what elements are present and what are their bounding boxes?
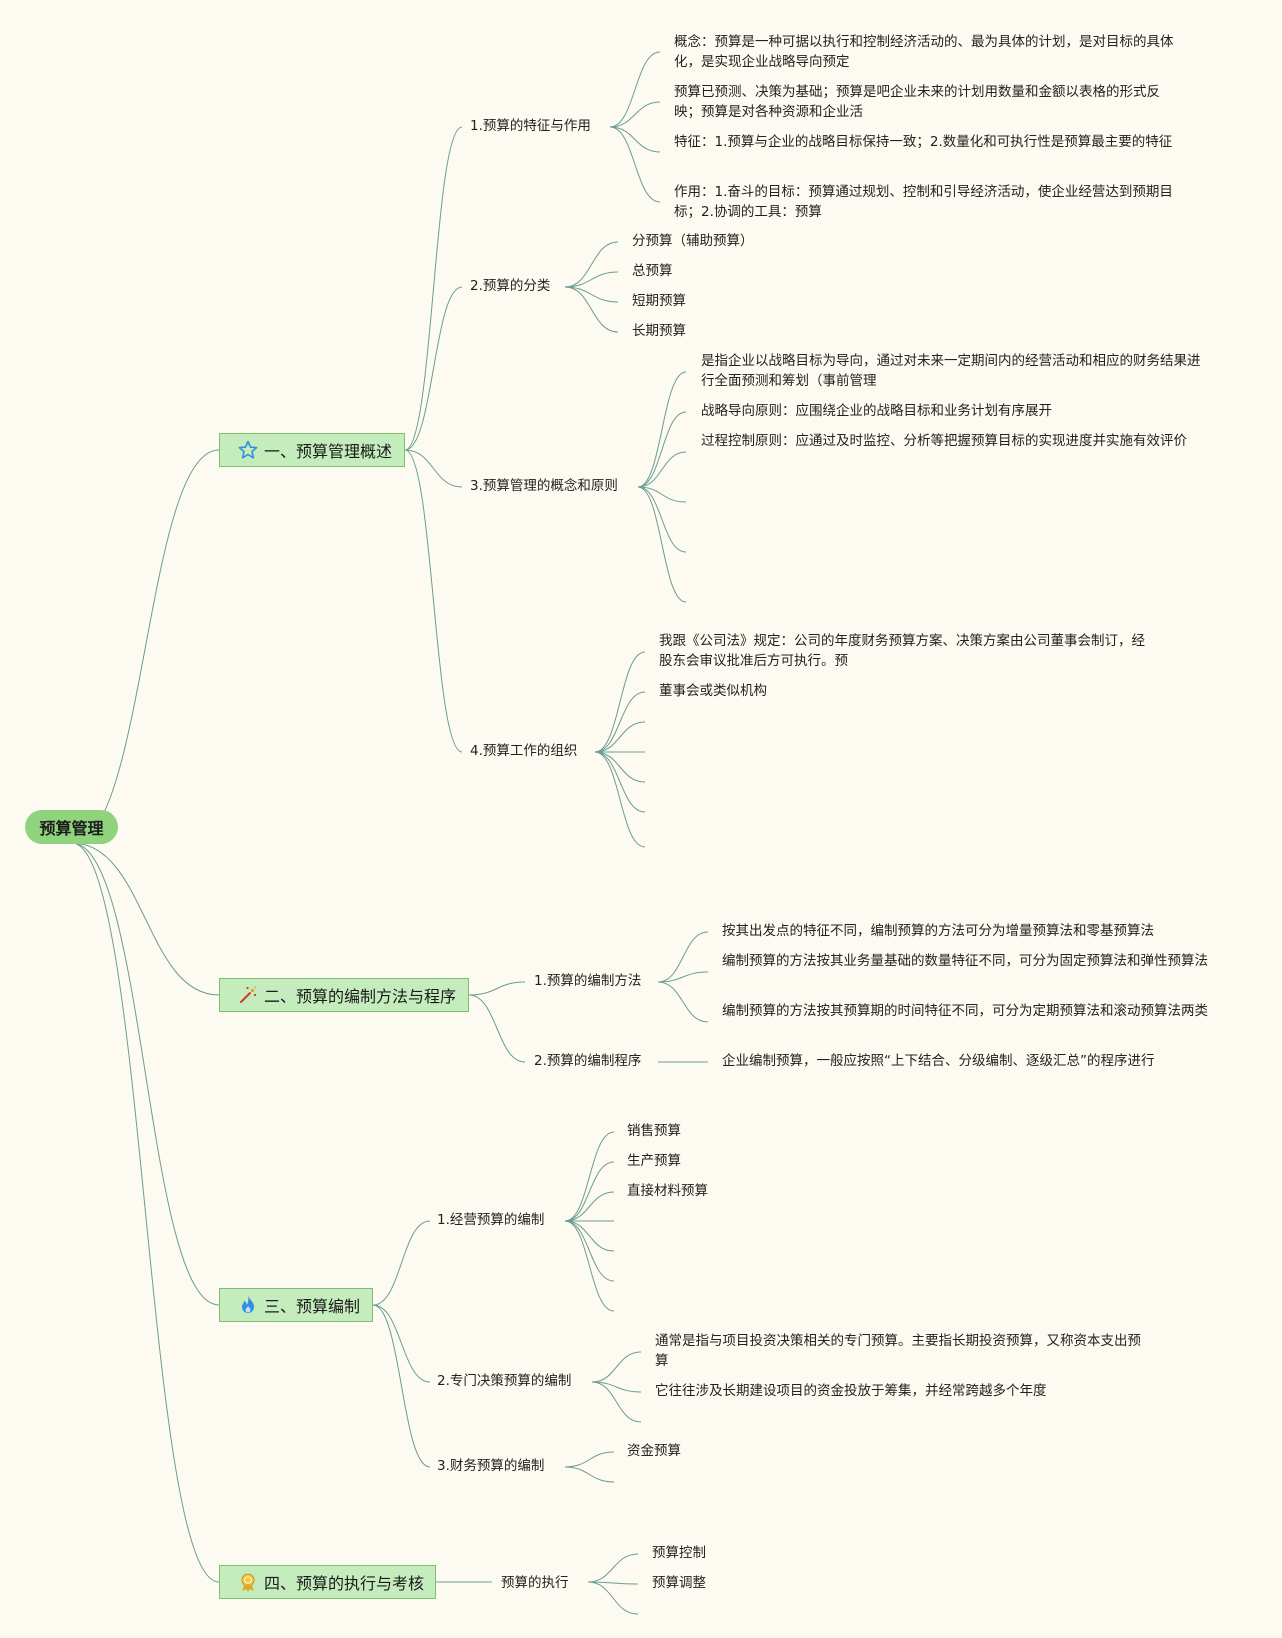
connector-curve	[372, 1304, 431, 1468]
leaf-node[interactable]: 编制预算的方法按其预算期的时间特征不同，可分为定期预算法和滚动预算法两类	[722, 1003, 1208, 1019]
connector-curve	[587, 1553, 639, 1583]
connector-curve	[594, 651, 646, 753]
connector-curve	[637, 411, 687, 488]
connector-curve	[587, 1581, 639, 1585]
connector-curve	[372, 1220, 431, 1306]
leaf-node[interactable]: 分预算（辅助预算）	[632, 233, 754, 249]
leaf-node[interactable]: 编制预算的方法按其业务量基础的数量特征不同，可分为固定预算法和弹性预算法	[722, 953, 1208, 969]
connector-curve	[564, 286, 619, 333]
branch-execution[interactable]: 四、预算的执行与考核	[219, 1565, 436, 1599]
connector-curve	[657, 931, 709, 983]
branch-label: 二、预算的编制方法与程序	[264, 987, 457, 1006]
connector-curve	[372, 1304, 431, 1383]
connector-curve	[637, 486, 687, 553]
connector-curve	[71, 842, 220, 1306]
connector-curve	[564, 1220, 615, 1252]
connector-curve	[564, 241, 619, 288]
connector-curve	[564, 1161, 615, 1222]
leaf-node[interactable]: 战略导向原则：应围绕企业的战略目标和业务计划有序展开	[701, 403, 1052, 419]
leaf-node[interactable]: 董事会或类似机构	[659, 683, 767, 699]
medal-icon	[238, 1572, 258, 1592]
flame-icon	[238, 1295, 258, 1315]
connector-curve	[468, 981, 526, 996]
connector-curve	[564, 271, 619, 288]
connector-curve	[591, 1351, 642, 1383]
leaf-node[interactable]: 过程控制原则：应通过及时监控、分析等把握预算目标的实现进度并实施有效评价	[701, 433, 1187, 449]
leaf-node[interactable]: 我跟《公司法》规定：公司的年度财务预算方案、决策方案由公司董事会制订，经股东会审…	[659, 633, 1145, 669]
connector-curve	[564, 1220, 615, 1312]
connector-curve	[564, 1220, 615, 1282]
leaf-node[interactable]: 通常是指与项目投资决策相关的专门预算。主要指长期投资预算，又称资本支出预算	[655, 1333, 1141, 1369]
connector-curve	[637, 486, 687, 503]
magic-wand-icon	[238, 985, 258, 1005]
connector-curve	[609, 101, 661, 128]
connector-curve	[591, 1381, 642, 1423]
connector-curve	[71, 449, 220, 844]
branch-label: 三、预算编制	[264, 1297, 361, 1316]
sub-node[interactable]: 预算的执行	[501, 1575, 569, 1591]
leaf-node[interactable]: 企业编制预算，一般应按照“上下结合、分级编制、逐级汇总”的程序进行	[722, 1053, 1155, 1069]
leaf-node[interactable]: 长期预算	[632, 323, 686, 339]
branch-preparation[interactable]: 三、预算编制	[219, 1288, 373, 1322]
sub-node[interactable]: 3.预算管理的概念和原则	[470, 478, 618, 494]
leaf-node[interactable]: 资金预算	[627, 1443, 681, 1459]
leaf-node[interactable]: 作用：1.奋斗的目标：预算通过规划、控制和引导经济活动，使企业经营达到预期目标；…	[674, 184, 1173, 220]
branch-label: 四、预算的执行与考核	[264, 1574, 425, 1593]
connector-curve	[564, 1451, 615, 1468]
leaf-node[interactable]: 它往往涉及长期建设项目的资金投放于筹集，并经常跨越多个年度	[655, 1383, 1047, 1399]
connector-curve	[609, 51, 661, 128]
connector-curve	[404, 286, 463, 451]
sub-node[interactable]: 4.预算工作的组织	[470, 743, 578, 759]
sub-node[interactable]: 2.预算的分类	[470, 278, 551, 294]
connector-curve	[564, 286, 619, 303]
leaf-node[interactable]: 短期预算	[632, 293, 686, 309]
root-node[interactable]: 预算管理	[25, 810, 118, 844]
connector-curve	[637, 486, 687, 603]
connector-curve	[637, 451, 687, 488]
sub-node[interactable]: 2.预算的编制程序	[534, 1053, 642, 1069]
leaf-node[interactable]: 预算调整	[652, 1575, 706, 1591]
sub-node[interactable]: 1.预算的特征与作用	[470, 118, 591, 134]
leaf-node[interactable]: 概念：预算是一种可据以执行和控制经济活动的、最为具体的计划，是对目标的具体化，是…	[674, 34, 1174, 70]
leaf-node[interactable]: 是指企业以战略目标为导向，通过对未来一定期间内的经营活动和相应的财务结果进行全面…	[701, 353, 1201, 389]
leaf-node[interactable]: 生产预算	[627, 1153, 681, 1169]
connector-curve	[564, 1191, 615, 1222]
sub-node[interactable]: 3.财务预算的编制	[437, 1458, 545, 1474]
connector-curve	[594, 721, 646, 753]
sub-node[interactable]: 1.预算的编制方法	[534, 973, 642, 989]
leaf-node[interactable]: 特征：1.预算与企业的战略目标保持一致；2.数量化和可执行性是预算最主要的特征	[674, 134, 1173, 150]
branch-label: 一、预算管理概述	[264, 442, 393, 461]
connector-curve	[657, 981, 709, 1023]
leaf-node[interactable]: 直接材料预算	[627, 1183, 708, 1199]
connector-curve	[404, 449, 463, 488]
connector-curve	[71, 842, 220, 1583]
leaf-node[interactable]: 总预算	[632, 263, 673, 279]
branch-methods[interactable]: 二、预算的编制方法与程序	[219, 978, 469, 1012]
connector-curve	[594, 751, 646, 848]
connector-curve	[468, 994, 526, 1063]
connector-curve	[564, 1131, 615, 1222]
leaf-node[interactable]: 销售预算	[627, 1123, 681, 1139]
connector-curve	[587, 1581, 639, 1615]
connector-curve	[657, 971, 709, 983]
connector-curve	[609, 126, 661, 153]
branch-overview[interactable]: 一、预算管理概述	[219, 433, 405, 467]
leaf-node[interactable]: 预算控制	[652, 1545, 706, 1561]
connector-curve	[404, 126, 463, 451]
connector-curve	[71, 842, 220, 996]
connector-curve	[594, 751, 646, 813]
leaf-node[interactable]: 预算已预测、决策为基础；预算是吧企业未来的计划用数量和金额以表格的形式反映；预算…	[674, 84, 1160, 120]
star-icon	[238, 440, 258, 460]
connector-curve	[594, 691, 646, 753]
connector-curve	[564, 1466, 615, 1483]
connector-curve	[404, 449, 463, 753]
leaf-node[interactable]: 按其出发点的特征不同，编制预算的方法可分为增量预算法和零基预算法	[722, 923, 1154, 939]
connector-curve	[609, 126, 661, 203]
connector-curve	[594, 751, 646, 783]
sub-node[interactable]: 1.经营预算的编制	[437, 1212, 545, 1228]
sub-node[interactable]: 2.专门决策预算的编制	[437, 1373, 572, 1389]
connector-curve	[637, 371, 687, 488]
